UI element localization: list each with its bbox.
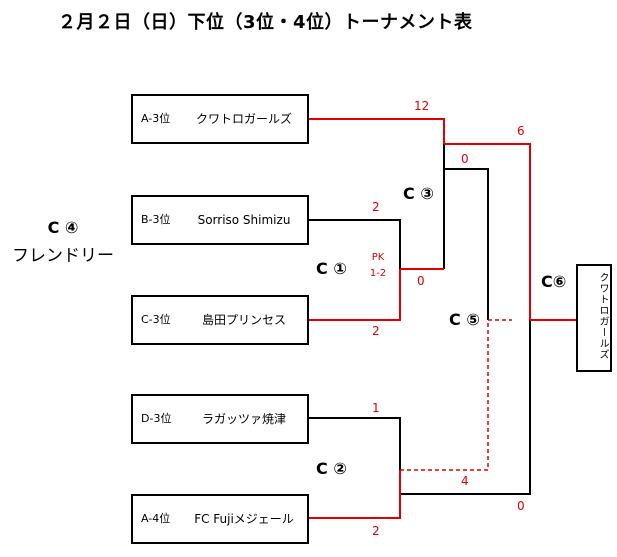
- score-b3: 2: [372, 200, 380, 214]
- team-box-d3: D-3位 ラガッツァ焼津: [131, 394, 309, 444]
- line-c2-to-c5: [400, 320, 489, 471]
- match-label-c6: C⑥: [541, 272, 567, 291]
- match-label-c5: C ⑤: [449, 310, 480, 329]
- score-d3: 1: [372, 401, 380, 415]
- team-seed: D-3位: [141, 412, 172, 425]
- line-c2-to-c6: [400, 320, 531, 495]
- team-seed: A-3位: [141, 112, 171, 125]
- line-d-to-c2: [309, 417, 401, 470]
- pk-score: 1-2: [369, 268, 387, 279]
- team-seed: B-3位: [141, 213, 171, 226]
- line-a-to-c3: [309, 118, 445, 144]
- score-a4: 2: [372, 524, 380, 538]
- friendly-match: C ④ フレンドリー: [0, 218, 126, 266]
- score-c2-c5: 4: [461, 474, 469, 488]
- team-name: ラガッツァ焼津: [201, 412, 286, 426]
- match-label-c2: C ②: [316, 459, 347, 478]
- team-name: FC Fujiメジェール: [194, 512, 294, 526]
- score-a3: 12: [414, 99, 430, 113]
- line-b-to-c1: [309, 219, 401, 269]
- score-c3-loser: 0: [461, 152, 469, 166]
- line-e-to-c2: [309, 470, 401, 519]
- team-box-a3: A-3位 クワトロガールズ: [131, 94, 309, 144]
- team-name: 島田プリンセス: [201, 313, 286, 327]
- team-name: Sorriso Shimizu: [197, 213, 291, 227]
- line-c-to-c1: [309, 269, 401, 321]
- page-title: ２月２日（日）下位（3位・4位）トーナメント表: [58, 12, 473, 33]
- pk-indicator: PK 1-2: [366, 250, 390, 282]
- winner-box: クワトロガールズ: [576, 264, 612, 372]
- team-box-b3: B-3位 Sorriso Shimizu: [131, 195, 309, 245]
- team-box-a4: A-4位 FC Fujiメジェール: [131, 494, 309, 544]
- team-name: クワトロガールズ: [195, 112, 292, 126]
- winner-name: クワトロガールズ: [597, 272, 608, 360]
- match-label-c1: C ①: [316, 259, 347, 278]
- team-seed: A-4位: [141, 512, 171, 525]
- friendly-match-text: フレンドリー: [12, 246, 114, 266]
- line-c3-black: [444, 168, 489, 320]
- pk-label: PK: [371, 252, 385, 263]
- score-c3: 2: [372, 324, 380, 338]
- score-c2-c6: 0: [517, 499, 525, 513]
- friendly-match-label: C ④: [47, 218, 79, 237]
- team-box-c3: C-3位 島田プリンセス: [131, 295, 309, 345]
- match-label-c3: C ③: [403, 184, 434, 203]
- team-seed: C-3位: [141, 313, 171, 326]
- line-c3-to-c6: [444, 143, 531, 320]
- score-c3-winner: 6: [517, 124, 525, 138]
- score-c1-winner: 0: [417, 274, 425, 288]
